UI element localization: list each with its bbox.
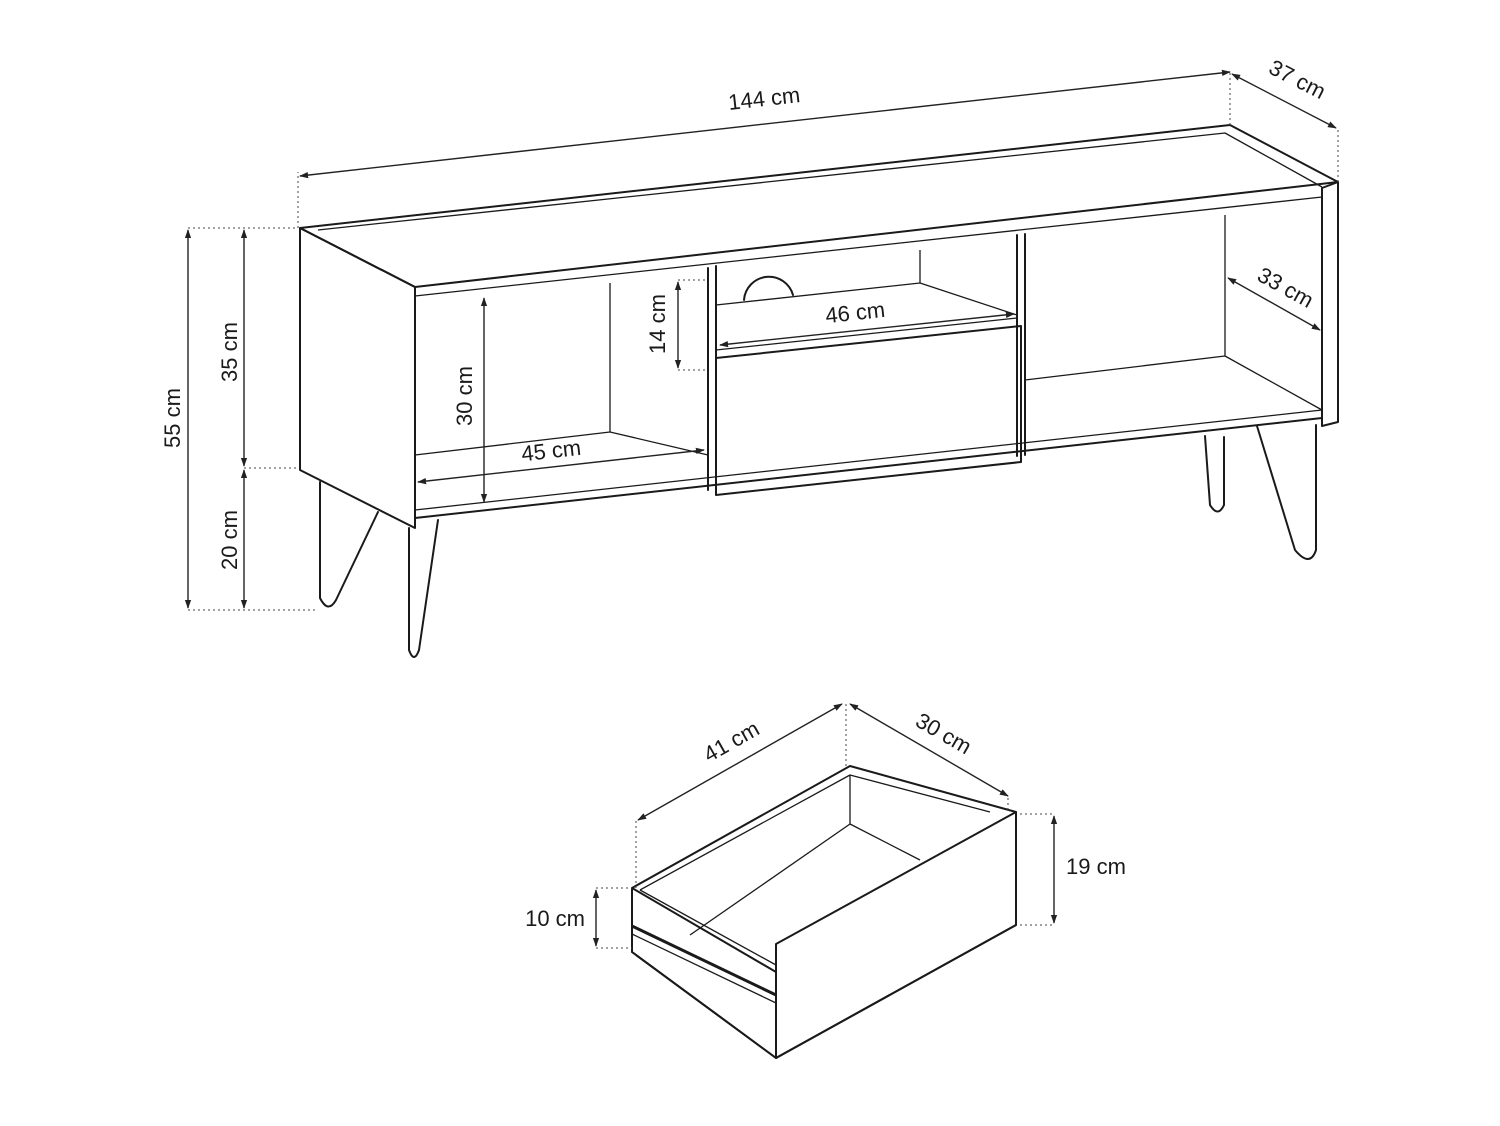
inner-depth-dim-line [1227, 277, 1321, 331]
left-side-panel [299, 227, 416, 529]
divider-left [707, 265, 717, 491]
cable-hole [743, 275, 794, 301]
niche-back [919, 250, 1018, 316]
width-label: 144 cm [727, 82, 801, 115]
width-dim-line [299, 69, 1231, 179]
niche-floor [715, 282, 921, 306]
leg-height-label: 20 cm [217, 510, 242, 570]
shelf-width-dim-line [417, 447, 705, 485]
total-height-label: 55 cm [160, 388, 185, 448]
drawer-width-dim-line [637, 703, 843, 821]
drawer-niche-width-label: 46 cm [824, 297, 886, 328]
shelf-height-label: 30 cm [452, 366, 477, 426]
drawer-niche-width-dim-line [719, 311, 1015, 348]
drawer-depth-label: 30 cm [912, 708, 976, 760]
niche-height-label: 14 cm [645, 294, 670, 354]
shelf-width-label: 45 cm [520, 435, 582, 467]
drawer-inner-floor [689, 823, 851, 936]
top-panel-inner-edge [317, 132, 1323, 231]
drawer-front [715, 325, 1022, 496]
bottom-shelf-edge [414, 409, 1323, 511]
drawer-box-outline [631, 765, 1017, 1059]
right-compartment-back [1224, 215, 1323, 411]
drawer-depth-dim-line [849, 703, 1009, 797]
body-height-label: 35 cm [217, 322, 242, 382]
cabinet-top-panel [299, 124, 1339, 288]
drawer-dimensions: 41 cm 30 cm 19 cm 10 cm [525, 702, 1126, 949]
inner-back-edge [414, 196, 1323, 297]
cabinet-dimensions: 144 cm 37 cm 55 cm 35 cm 20 cm 30 cm 45 … [160, 55, 1339, 611]
drawer-front-panel [775, 811, 1017, 1059]
leg-front-right [1256, 424, 1317, 560]
drawer-side-height-label: 10 cm [525, 906, 585, 931]
leg-back-right [1204, 435, 1225, 513]
ext-lines [188, 70, 1339, 611]
drawer-runner-rail [631, 924, 777, 997]
depth-dim-line [1231, 73, 1337, 129]
bottom-front-edge [414, 417, 1323, 519]
leg-back-left [319, 481, 379, 608]
drawer-width-label: 41 cm [699, 716, 763, 767]
drawer-ext-lines [596, 702, 1054, 949]
right-compartment-floor [1024, 355, 1226, 381]
drawer-side-panel [631, 887, 777, 1059]
inner-depth-label: 33 cm [1253, 262, 1318, 313]
drawer-inner-back [849, 775, 921, 861]
leg-front-left [408, 519, 439, 658]
drawer-runner-rail-lower [631, 933, 777, 1004]
divider-right [1016, 233, 1026, 457]
drawer-side-top [639, 889, 777, 966]
drawer-inner-rim [639, 774, 991, 891]
right-side-panel [1321, 181, 1339, 427]
drawer-front-height-label: 19 cm [1066, 854, 1126, 879]
drawer-detail [631, 765, 1017, 1059]
